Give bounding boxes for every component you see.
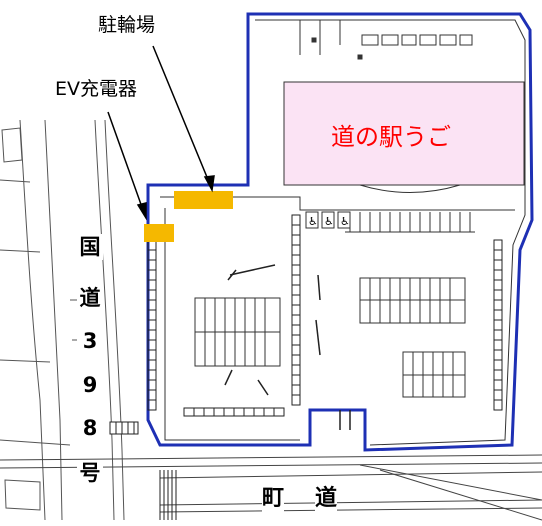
- station-name-label: 道の駅うご: [331, 123, 451, 151]
- leader-arrows: [107, 45, 215, 221]
- station-building: [283, 81, 525, 186]
- ev-charger-label: EV充電器: [55, 78, 138, 100]
- route-label-char: 道: [77, 285, 103, 311]
- town-road-label-char: 町: [262, 480, 285, 512]
- traffic-arrows: [224, 264, 351, 430]
- wheelchair-icon: ♿ ♿ ♿: [305, 211, 351, 229]
- route-label-char: 8: [77, 415, 103, 441]
- route-label-char: 国: [77, 234, 103, 260]
- parking-area-right-lower: [402, 351, 466, 398]
- parking-row-top: [345, 212, 475, 233]
- route-label-char: 9: [77, 372, 103, 398]
- ev-charger-marker: [144, 224, 174, 242]
- svg-text:♿: ♿: [308, 215, 318, 228]
- parking-area-left: [194, 297, 281, 367]
- top-facilities: [299, 20, 473, 60]
- town-road-label-char: 道: [315, 480, 338, 512]
- route-label-char: 3: [77, 328, 103, 354]
- route-label-char: 号: [77, 460, 103, 486]
- svg-text:♿: ♿: [324, 215, 334, 228]
- svg-text:♿: ♿: [340, 215, 350, 228]
- parking-area-right-upper: [359, 277, 466, 324]
- bicycle-parking-label: 駐輪場: [98, 14, 156, 36]
- bicycle-parking-marker: [174, 191, 233, 209]
- town-road-hatching: [159, 470, 177, 520]
